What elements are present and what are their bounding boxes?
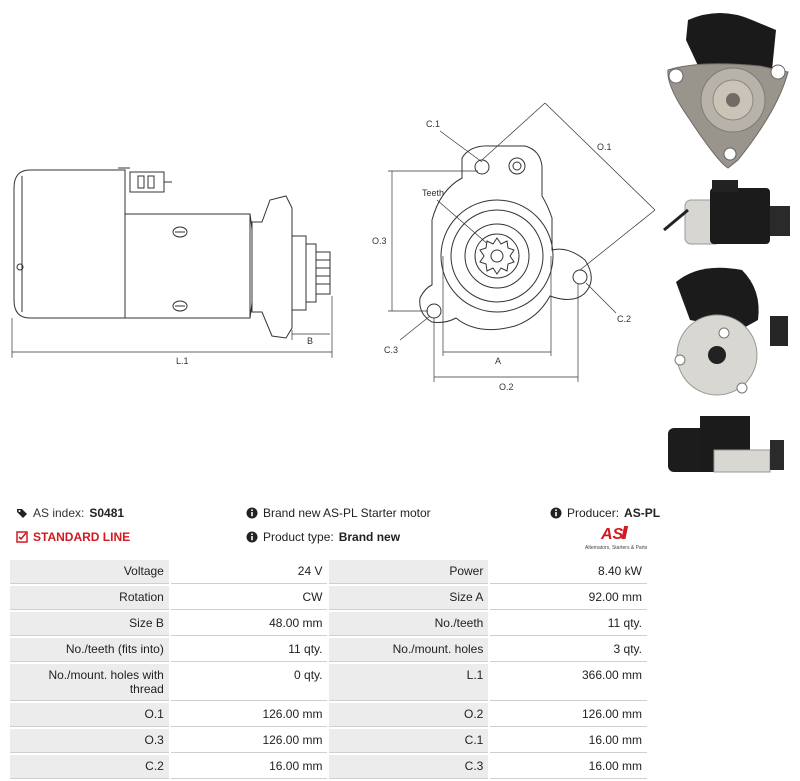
spec-row: No./teeth (fits into)11 qty.No./mount. h… [10,638,647,662]
spec-label: C.2 [10,755,169,779]
spec-label: Size A [329,586,489,610]
producer: Producer: AS-PL [550,506,660,520]
svg-text:AS: AS [600,526,624,543]
svg-text:Alternators, Starters & Parts: Alternators, Starters & Parts [585,545,648,551]
spec-value: 126.00 mm [170,703,328,727]
spec-value: CW [170,586,328,610]
label-teeth: Teeth [422,188,444,198]
technical-drawings: L.1 B C.1 O.1 O.3 Teeth C.2 C.3 A O.2 [11,13,790,473]
label-a: A [495,356,501,366]
photo-side-view [663,180,790,245]
label-c1: C.1 [426,119,440,129]
spec-value: 16.00 mm [490,729,647,753]
spec-label: O.2 [329,703,489,727]
spec-value: 92.00 mm [490,586,647,610]
photo-front-view [667,13,789,169]
pinion-gear [479,237,515,275]
label-c3: C.3 [384,345,398,355]
as-index: AS index: S0481 [16,506,124,520]
spec-label: C.1 [329,729,489,753]
producer-label: Producer: [567,506,620,520]
spec-label: No./mount. holes with thread [10,664,169,701]
motor-body-outline [13,169,126,319]
spec-value: 366.00 mm [490,664,647,701]
spec-label: C.3 [329,755,489,779]
product-type-value: Brand new [338,530,401,544]
description-text: Brand new AS-PL Starter motor [263,506,431,520]
label-c2: C.2 [617,314,631,324]
description: Brand new AS-PL Starter motor [246,506,431,520]
spec-value: 48.00 mm [170,612,328,636]
spec-value: 16.00 mm [170,755,328,779]
standard-line-label: STANDARD LINE [33,530,131,544]
spec-value: 8.40 kW [490,560,647,584]
label-o2: O.2 [499,382,514,392]
spec-label: L.1 [329,664,489,701]
product-type-label: Product type: [263,530,334,544]
spec-value: 3 qty. [490,638,647,662]
spec-value: 0 qty. [170,664,328,701]
spec-label: Power [329,560,489,584]
spec-label: Voltage [10,560,169,584]
as-index-value: S0481 [89,506,125,520]
spec-value: 16.00 mm [490,755,647,779]
product-photos [663,13,790,473]
tag-icon [17,509,27,518]
spec-value: 126.00 mm [490,703,647,727]
label-b: B [307,336,313,346]
label-l1: L.1 [176,356,189,366]
spec-value: 11 qty. [170,638,328,662]
spec-label: No./teeth (fits into) [10,638,169,662]
checkbox-icon [16,531,28,543]
spec-label: O.3 [10,729,169,753]
as-index-label: AS index: [33,506,85,520]
info-icon [550,507,562,519]
spec-label: No./mount. holes [329,638,489,662]
spec-label: Rotation [10,586,169,610]
standard-line: STANDARD LINE [16,530,130,544]
producer-value: AS-PL [624,506,661,520]
label-o3: O.3 [372,236,387,246]
photo-side-view-2 [668,416,784,473]
photo-rear-view [674,267,788,396]
spec-value: 11 qty. [490,612,647,636]
info-icon [246,507,258,519]
product-info: AS index: S0481 STANDARD LINE Brand new … [10,500,660,555]
as-pl-logo: AS Alternators, Starters & Parts [585,526,648,551]
spec-label: No./teeth [329,612,489,636]
spec-value: 126.00 mm [170,729,328,753]
info-icon [246,531,258,543]
spec-value: 24 V [170,560,328,584]
spec-label: Size B [10,612,169,636]
label-o1: O.1 [597,142,612,152]
product-type: Product type: Brand new [246,530,400,544]
spec-label: O.1 [10,703,169,727]
